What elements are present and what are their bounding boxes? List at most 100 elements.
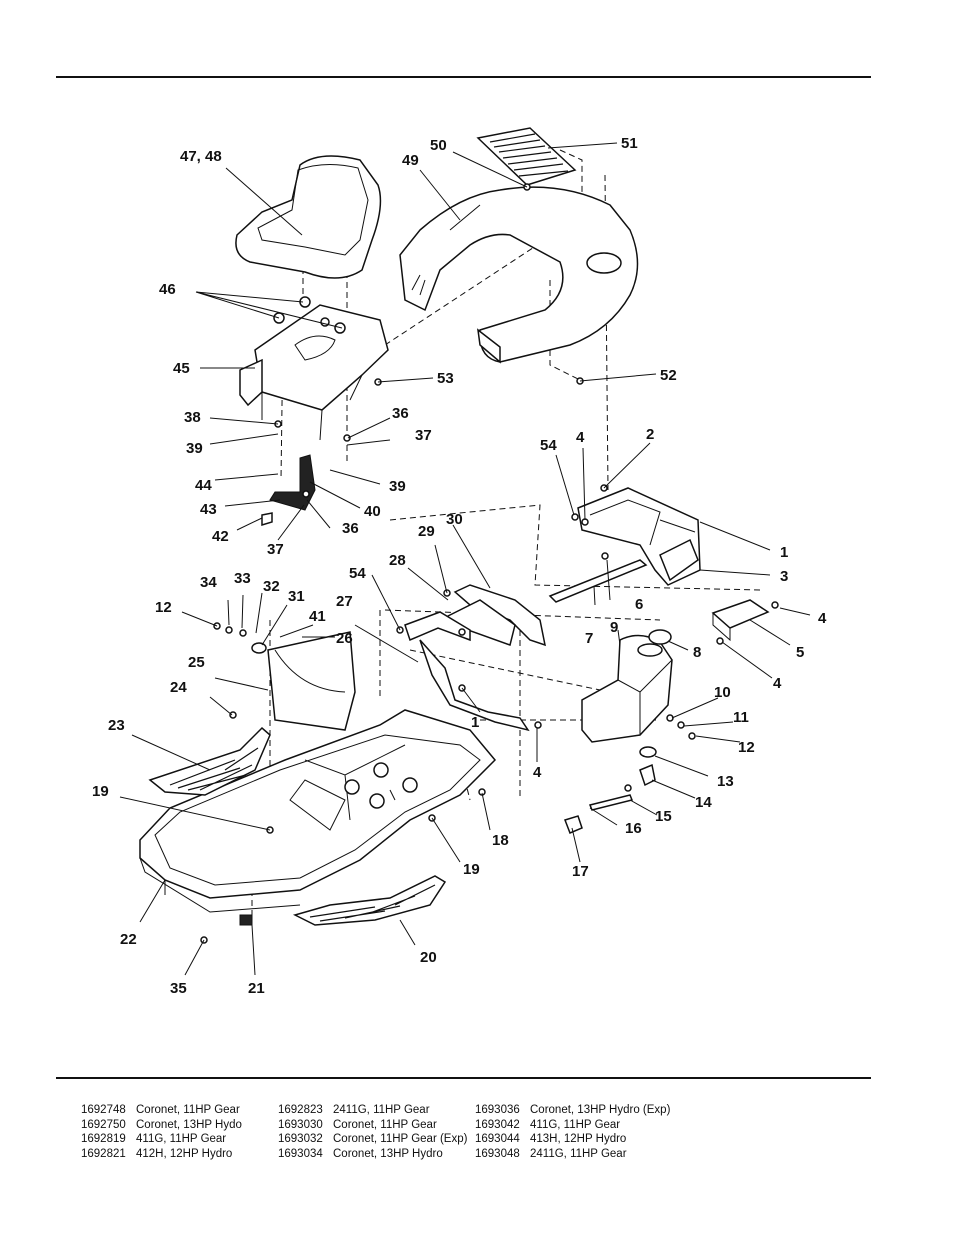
model-description: 2411G, 11HP Gear (333, 1104, 430, 1116)
callout: 29 (418, 523, 435, 540)
callout: 26 (336, 630, 353, 647)
support-bar (548, 559, 648, 603)
callout: 12 (738, 739, 755, 756)
footrest-pad-right (292, 875, 447, 926)
model-row: 1693048 2411G, 11HP Gear (475, 1147, 670, 1162)
callout: 36 (392, 405, 409, 422)
model-number: 1693030 (278, 1118, 323, 1131)
model-description: 411G, 11HP Gear (530, 1118, 621, 1131)
model-row: 1693032 Coronet, 11HP Gear (Exp) (278, 1132, 467, 1147)
callout-labels: 47, 48 50 51 49 46 45 53 52 38 36 39 37 … (92, 135, 827, 997)
model-row: 1692750 Coronet, 13HP Hydo (81, 1118, 242, 1133)
fuel-fittings (564, 746, 657, 834)
callout: 35 (170, 980, 187, 997)
model-description: Coronet, 11HP Gear (136, 1104, 240, 1116)
footrest-pad-left (148, 726, 271, 796)
callout: 9 (610, 619, 618, 636)
model-description: Coronet, 11HP Gear (333, 1118, 437, 1131)
callout: 19 (463, 861, 480, 878)
callout: 41 (309, 608, 326, 625)
callout: 8 (693, 644, 701, 661)
model-description: Coronet, 13HP Hydo (136, 1118, 242, 1131)
seat (235, 155, 382, 279)
callout: 27 (336, 593, 353, 610)
bottom-rule (56, 1077, 871, 1079)
model-row: 1693044 413H, 12HP Hydro (475, 1132, 670, 1147)
model-description: 411G, 11HP Gear (136, 1133, 227, 1146)
callout: 18 (492, 832, 509, 849)
callout: 4 (576, 429, 585, 446)
callout: 50 (430, 137, 447, 154)
rear-bracket (577, 487, 701, 586)
model-number: 1692819 (81, 1133, 126, 1146)
callout: 7 (585, 630, 593, 647)
model-description: 412H, 12HP Hydro (136, 1147, 233, 1160)
callout: 39 (389, 478, 406, 495)
callout: 42 (212, 528, 229, 545)
fuel-tank (581, 634, 673, 743)
model-row: 1693034 Coronet, 13HP Hydro (278, 1147, 467, 1162)
model-number: 1693048 (475, 1147, 520, 1160)
model-row: 1693030 Coronet, 11HP Gear (278, 1118, 467, 1133)
callout: 30 (446, 511, 463, 528)
model-number: 1693034 (278, 1147, 323, 1160)
callout: 45 (173, 360, 190, 377)
callout: 33 (234, 570, 251, 587)
callout: 21 (248, 980, 265, 997)
fender-hood (399, 186, 639, 364)
callout: 32 (263, 578, 280, 595)
model-description: Coronet, 13HP Hydro (333, 1147, 443, 1160)
dash-console (438, 584, 546, 647)
callout: 20 (420, 949, 437, 966)
callout: 10 (714, 684, 731, 701)
callout: 5 (796, 644, 804, 661)
callout: 15 (655, 808, 672, 825)
model-number: 1693042 (475, 1118, 520, 1131)
callout: 12 (155, 599, 172, 616)
main-frame (139, 709, 497, 926)
model-number: 1693044 (475, 1133, 520, 1146)
seat-pan (239, 296, 389, 441)
callout: 38 (184, 409, 201, 426)
callout: 3 (780, 568, 788, 585)
rear-panel (267, 631, 356, 731)
model-number: 1692750 (81, 1118, 126, 1131)
callout: 43 (200, 501, 217, 518)
callout: 1 (780, 544, 788, 561)
callout: 25 (188, 654, 205, 671)
callout: 11 (733, 709, 749, 726)
callout: 47, 48 (180, 148, 222, 165)
model-description: 2411G, 11HP Gear (530, 1147, 627, 1160)
callout: 16 (625, 820, 642, 837)
callout: 2 (646, 426, 654, 443)
callout: 51 (621, 135, 638, 152)
callout: 40 (364, 503, 381, 520)
callout: 22 (120, 931, 137, 948)
mount-plate (711, 599, 770, 642)
steering-bracket (404, 611, 530, 732)
step-pad (476, 127, 577, 186)
model-row: 1692819 411G, 11HP Gear (81, 1132, 242, 1147)
callout: 4 (773, 675, 782, 692)
model-number: 1692748 (81, 1104, 126, 1116)
callout: 54 (540, 437, 557, 454)
callout: 54 (349, 565, 366, 582)
callout: 34 (200, 574, 217, 591)
callout: 24 (170, 679, 187, 696)
callout: 31 (288, 588, 305, 605)
callout: 1 (471, 714, 479, 731)
model-description: Coronet, 11HP Gear (Exp) (333, 1133, 468, 1146)
callout: 6 (635, 596, 643, 613)
callout: 14 (695, 794, 712, 811)
callout: 28 (389, 552, 406, 569)
callout: 37 (267, 541, 284, 558)
model-number: 1693032 (278, 1133, 323, 1146)
model-row: 1693042 411G, 11HP Gear (475, 1118, 670, 1133)
callout: 52 (660, 367, 677, 384)
model-description: 413H, 12HP Hydro (530, 1133, 627, 1146)
callout: 17 (572, 863, 589, 880)
